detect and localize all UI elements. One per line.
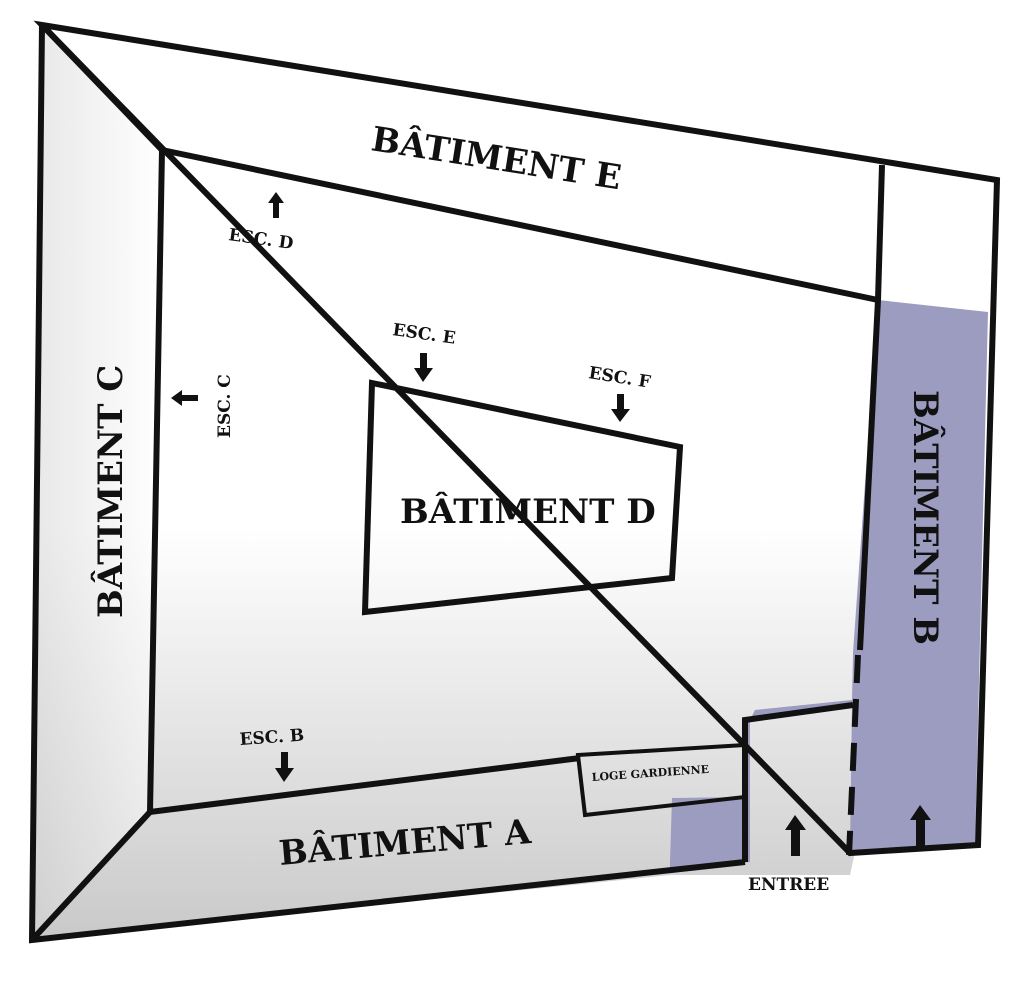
corner-tl: [39, 22, 165, 153]
building-b-wall: [857, 164, 885, 651]
arrow-esc-f: [611, 394, 630, 422]
outer-boundary: [33, 20, 1001, 857]
building-b-label: BÂTIMENT B: [905, 390, 946, 645]
corner-bl: [29, 809, 153, 943]
highlight-zone: [670, 300, 988, 872]
arrow-esc-c: [171, 390, 198, 406]
inner-boundary: [146, 146, 879, 816]
building-d: [361, 379, 684, 616]
loge-box: [575, 742, 747, 818]
building-b-dashed-wall: [846, 654, 861, 856]
arrow-entrance-left: [785, 815, 806, 856]
arrow-entrance-right: [910, 805, 931, 846]
building-c-shading: [32, 25, 162, 940]
arrow-esc-d: [268, 192, 284, 218]
building-c-label: BÂTIMENT C: [90, 365, 131, 618]
building-d-label: BÂTIMENT D: [400, 491, 656, 532]
arrow-esc-e: [414, 353, 433, 382]
arrow-esc-b: [275, 752, 294, 782]
esc-b-label: ESC. B: [239, 726, 305, 750]
esc-c-label: ESC. C: [215, 374, 235, 438]
entrance-label: ENTREE: [748, 875, 829, 895]
